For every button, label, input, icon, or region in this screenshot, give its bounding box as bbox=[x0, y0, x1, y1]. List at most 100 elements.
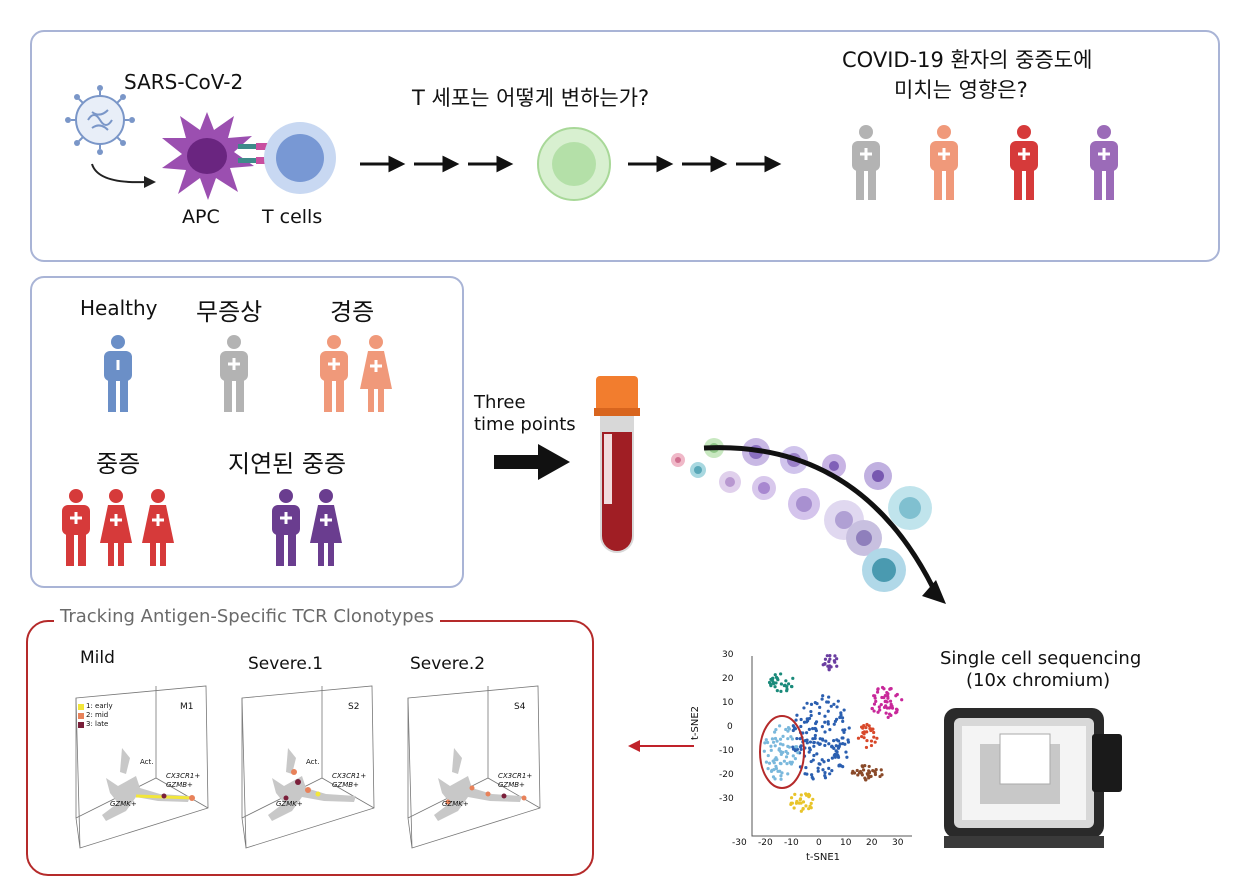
tsne-point bbox=[775, 758, 779, 762]
tsne-point bbox=[794, 718, 798, 722]
tsne-point bbox=[799, 801, 803, 805]
tsne-point bbox=[841, 765, 845, 769]
tsne-point bbox=[790, 760, 794, 764]
tsne-point bbox=[828, 728, 832, 732]
tsne-point bbox=[780, 771, 784, 775]
sample-label-m1: M1 bbox=[180, 702, 194, 712]
tsne-xlabel: t-SNE1 bbox=[806, 852, 841, 863]
tsne-point bbox=[816, 769, 820, 773]
tsne-point bbox=[789, 796, 794, 800]
tsne-point bbox=[811, 726, 815, 731]
tsne-point bbox=[801, 807, 805, 811]
tsne-point bbox=[882, 705, 887, 710]
tsne-point bbox=[789, 735, 793, 739]
apc-cell-icon bbox=[162, 112, 254, 200]
tsne-point bbox=[798, 737, 802, 741]
tsne-point bbox=[869, 727, 873, 731]
tsne-point bbox=[767, 761, 772, 765]
tsne-point bbox=[826, 720, 830, 724]
tsne-point bbox=[835, 664, 839, 668]
tsne-point bbox=[773, 673, 777, 677]
tsne-point bbox=[821, 768, 825, 772]
tsne-point bbox=[807, 746, 812, 750]
tsne-point bbox=[784, 727, 788, 732]
tsne-point bbox=[823, 743, 827, 748]
tsne-point bbox=[846, 740, 851, 744]
tsne-point bbox=[861, 726, 865, 730]
patient-icon-asymptomatic bbox=[852, 125, 880, 200]
tsne-point bbox=[823, 774, 827, 778]
tsne-point bbox=[804, 792, 808, 796]
delayed-male-icon bbox=[272, 489, 300, 566]
tsne-point bbox=[782, 759, 786, 763]
tsne-point bbox=[793, 749, 798, 753]
tsne-point bbox=[791, 676, 795, 680]
tsne-point bbox=[879, 768, 883, 772]
tsne-point bbox=[872, 735, 876, 739]
tsne-point bbox=[835, 705, 839, 709]
tsne-point bbox=[827, 659, 831, 664]
tsne-point bbox=[771, 740, 776, 744]
tsne-point bbox=[775, 739, 779, 743]
branch-label-cx3cr1: CX3CR1+ bbox=[332, 772, 367, 780]
tsne-point bbox=[774, 675, 779, 679]
tsne-point bbox=[878, 774, 882, 779]
tsne-point bbox=[762, 749, 766, 753]
tsne-point bbox=[826, 758, 831, 762]
trajectory-plot-severe1 bbox=[241, 685, 375, 849]
tsne-point bbox=[812, 744, 816, 748]
question-severity-line2: 미치는 영향은? bbox=[894, 78, 1028, 102]
tsne-point bbox=[809, 713, 813, 718]
trajectory-plot-severe2 bbox=[407, 685, 541, 849]
tsne-point bbox=[862, 736, 866, 740]
mild-female-icon bbox=[360, 335, 392, 412]
tsne-point bbox=[829, 704, 833, 708]
tsne-point bbox=[785, 684, 789, 689]
tsne-point bbox=[874, 768, 878, 772]
tsne-point bbox=[872, 702, 877, 706]
tsne-point bbox=[786, 682, 791, 686]
tsne-point bbox=[864, 778, 868, 782]
tsne-ytick: 10 bbox=[722, 698, 734, 708]
tsne-point bbox=[842, 730, 846, 735]
tsne-point bbox=[865, 730, 869, 734]
tsne-ytick: -30 bbox=[719, 794, 734, 804]
tsne-point bbox=[873, 771, 877, 775]
arrow-chain-left bbox=[360, 155, 514, 173]
tsne-point bbox=[830, 769, 834, 773]
big-arrow-icon bbox=[494, 444, 570, 480]
tsne-point bbox=[832, 746, 836, 750]
tsne-xtick: 10 bbox=[840, 838, 852, 848]
tsne-point bbox=[832, 702, 836, 706]
sample-label-s4: S4 bbox=[514, 702, 526, 712]
tsne-point bbox=[865, 738, 869, 743]
tsne-point bbox=[828, 657, 832, 661]
immune-cells-cascade bbox=[671, 438, 946, 604]
tsne-point bbox=[841, 742, 845, 746]
tsne-point bbox=[789, 802, 793, 807]
asymptomatic-person-icon bbox=[220, 335, 248, 412]
tsne-point bbox=[842, 708, 846, 712]
severe-male-icon bbox=[62, 489, 90, 566]
severe-female-icon-2 bbox=[142, 489, 174, 566]
blood-tube-icon bbox=[594, 376, 640, 553]
tsne-point bbox=[817, 762, 821, 766]
tsne-point bbox=[803, 772, 807, 776]
tsne-point bbox=[784, 755, 789, 759]
apc-label: APC bbox=[182, 206, 220, 228]
tsne-point bbox=[888, 712, 892, 716]
tsne-point bbox=[774, 764, 778, 768]
tsne-point bbox=[874, 699, 878, 703]
tsne-point bbox=[830, 744, 834, 748]
tsne-point bbox=[875, 736, 879, 740]
tsne-point bbox=[878, 708, 882, 712]
tsne-point bbox=[886, 715, 890, 719]
tsne-point bbox=[838, 715, 842, 720]
branch-label-act: Act. bbox=[140, 758, 154, 766]
tsne-point bbox=[778, 737, 783, 741]
tsne-point bbox=[887, 706, 892, 710]
tsne-point bbox=[837, 763, 841, 767]
tsne-point bbox=[804, 731, 809, 735]
tsne-point bbox=[823, 657, 828, 661]
tsne-point bbox=[779, 689, 783, 693]
